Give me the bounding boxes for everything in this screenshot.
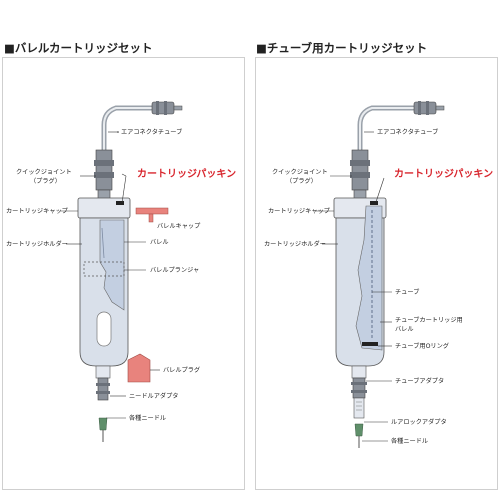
left-barrel-plug-part: [127, 353, 151, 383]
left-label-quick-joint-1: クイックジョイント: [16, 169, 72, 176]
left-label-barrel: バレル: [150, 239, 169, 246]
left-label-barrel-cap: バレルキャップ: [157, 223, 201, 230]
left-label-plunger: バレルプランジャ: [150, 267, 199, 274]
right-luer-adapter: [353, 397, 365, 419]
right-label-needle: 各種ニードル: [391, 437, 428, 445]
right-label-cap: カートリッジキャップ: [268, 208, 331, 215]
right-label-quick-joint-2: （プラグ）: [286, 177, 317, 185]
right-needle: [354, 423, 364, 437]
right-quick-joint: [351, 149, 369, 191]
left-holder-window: [96, 311, 112, 347]
right-label-packing: カートリッジパッキン: [394, 168, 493, 180]
left-label-needle-adapter: ニードルアダプタ: [129, 392, 179, 400]
right-label-quick-joint-1: クイックジョイント: [272, 169, 328, 176]
left-label-holder: カートリッジホルダー: [6, 240, 68, 248]
right-panel-title: ■チューブ用カートリッジセット: [256, 41, 428, 55]
left-tube-connector: [151, 101, 175, 115]
left-label-air-tube: エアコネクタチューブ: [121, 128, 182, 136]
right-label-tube-barrel-1: チューブカートリッジ用: [395, 316, 463, 324]
left-label-packing: カートリッジパッキン: [137, 168, 236, 180]
left-label-cap: カートリッジキャップ: [6, 208, 69, 215]
right-label-tube: チューブ: [395, 288, 419, 296]
left-panel-title: ■バレルカートリッジセット: [4, 41, 153, 55]
left-quick-joint: [95, 149, 113, 191]
left-needle-adapter: [95, 365, 111, 379]
right-tube-connector: [413, 101, 437, 115]
right-tube-barrel: [355, 205, 383, 351]
right-tube-adapter: [351, 365, 367, 379]
right-label-holder: カートリッジホルダー: [264, 240, 326, 248]
right-packing: [370, 201, 378, 205]
right-label-o-ring: チューブ用Oリング: [395, 342, 449, 350]
left-label-plug: バレルプラグ: [163, 366, 200, 374]
left-barrel: [99, 219, 125, 311]
left-needle: [98, 417, 108, 431]
right-o-ring: [362, 342, 378, 346]
left-packing: [116, 201, 124, 205]
right-label-luer-adapter: ルアロックアダプタ: [391, 418, 447, 426]
left-barrel-plunger: [83, 261, 125, 277]
right-label-air-tube: エアコネクタチューブ: [377, 128, 438, 136]
right-label-tube-barrel-2: バレル: [395, 326, 414, 333]
left-diagram: [60, 101, 183, 442]
right-diagram: [316, 101, 445, 448]
right-label-tube-adapter: チューブアダプタ: [395, 377, 444, 385]
left-label-quick-joint-2: （プラグ）: [30, 177, 61, 185]
left-label-needle: 各種ニードル: [129, 414, 166, 422]
left-barrel-cap-part: [135, 207, 169, 215]
